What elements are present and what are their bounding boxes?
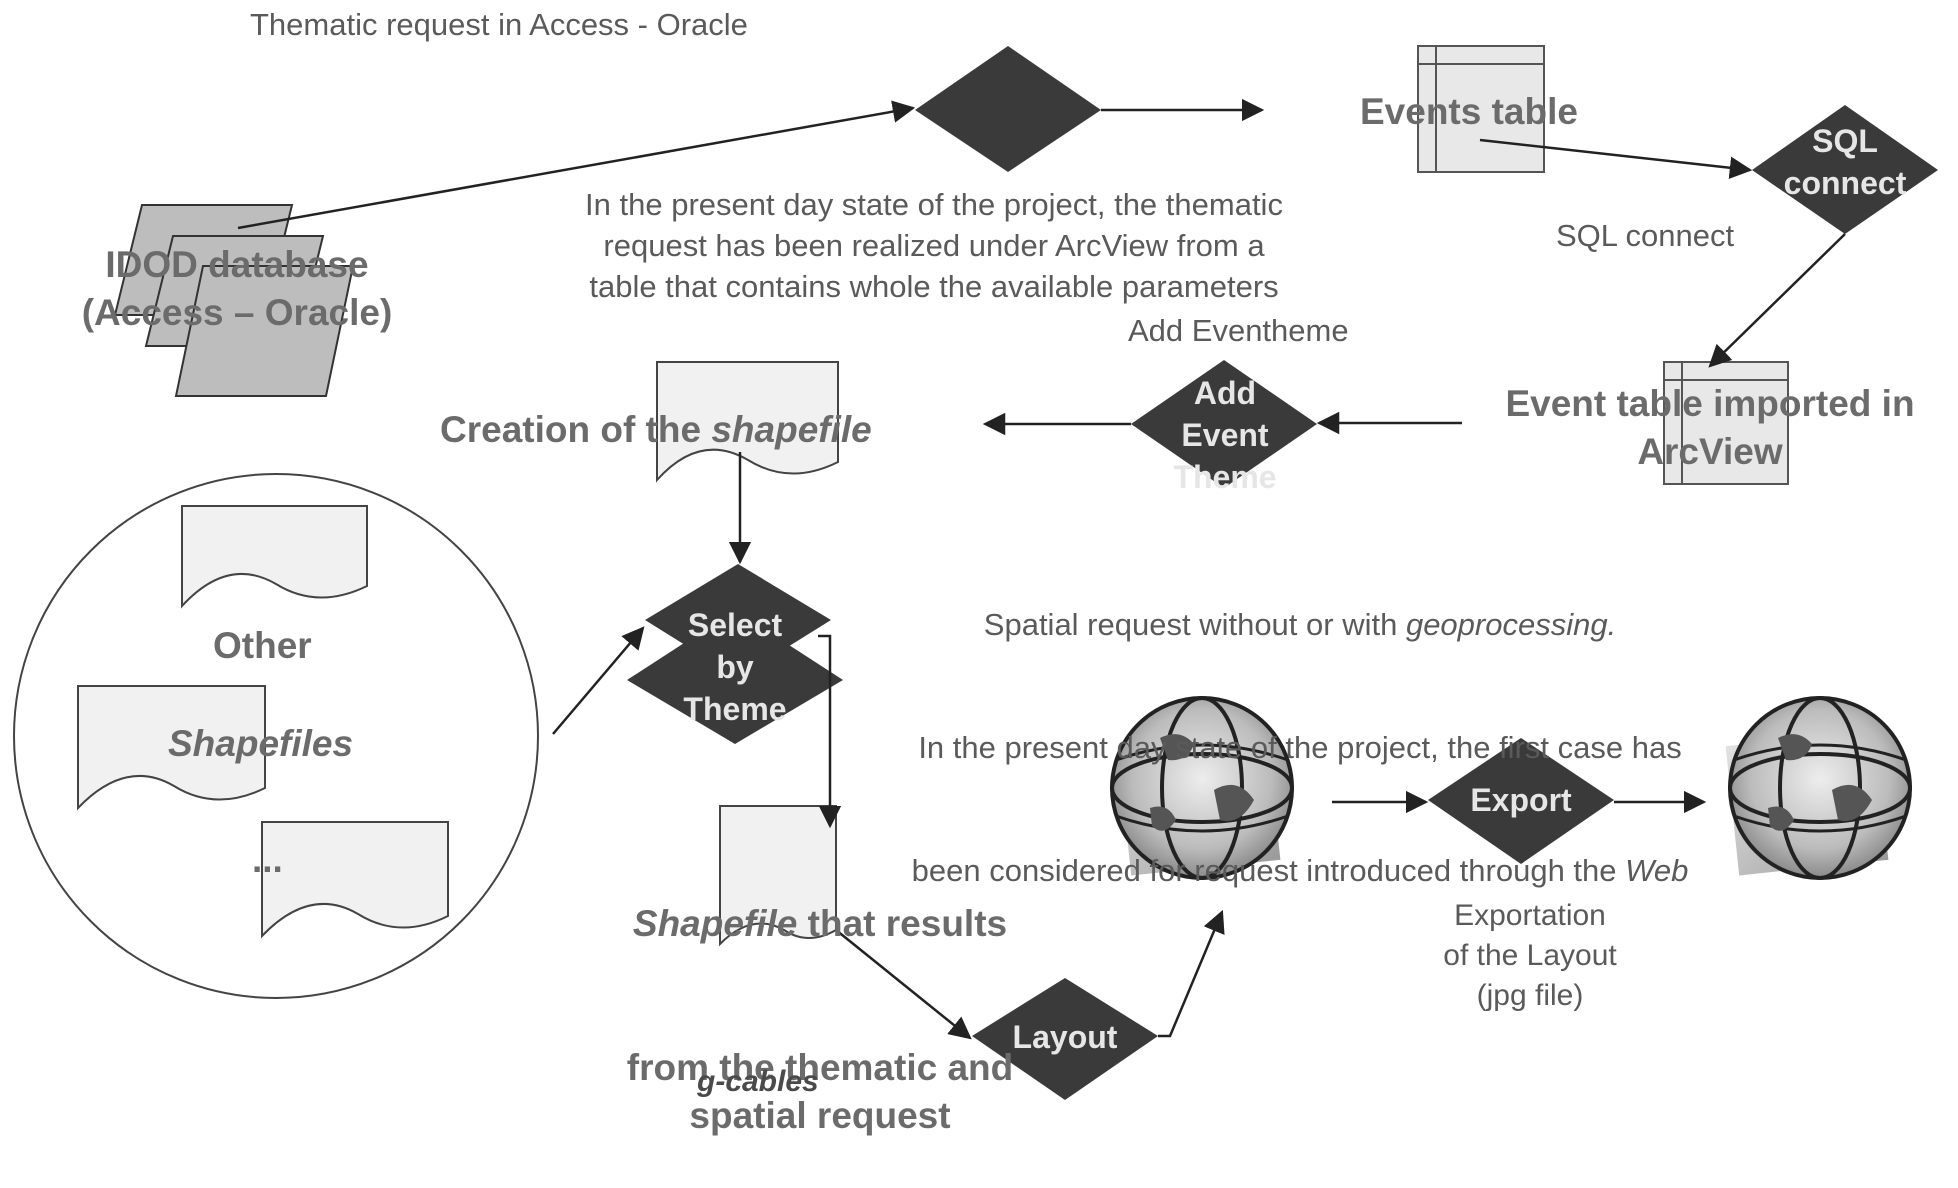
export-diamond [1428,738,1614,864]
ellipsis-document [261,821,449,939]
add-event-theme-diamond [1131,360,1317,488]
select-by-theme-diamond-back [627,610,843,744]
creation-italic: shapefile [711,409,872,450]
ellipsis-label: ... [252,839,283,880]
diagram-title: Thematic request in Access - Oracle [250,7,748,42]
shapefiles-label: Shapefiles [168,723,354,764]
other-document [181,505,368,609]
thematic-request-diamond [915,46,1101,172]
layout-diamond [972,978,1158,1100]
idod-database-label: IDOD database (Access – Oracle) [81,244,393,333]
layout-diamond-label: Layout [1012,1019,1118,1055]
events-table-shape [1417,45,1545,173]
thematic-note: In the present day state of the project,… [585,187,1283,304]
spatial-note: Spatial request without or with geoproce… [850,522,1750,932]
exportation-caption: Exportation of the Layout (jpg file) [1443,899,1617,1012]
result-line-1: Shapefile that results [632,903,1008,944]
diagram-shapes [13,45,1938,1100]
creation-shapefile-label: Creation of the shapefile [440,406,872,454]
creation-shapefile-document [656,361,839,483]
idod-database-shape [113,204,355,397]
export-diamond-label: Export [1470,782,1572,818]
sql-connect-diamond [1752,105,1938,234]
select-by-theme-diamond-front [645,564,831,678]
result-shapefile-label: Shapefile that results from the thematic… [560,804,1080,1188]
spatial-note-line-3: been considered for request introduced t… [911,853,1689,888]
sql-connect-caption: SQL connect [1556,218,1735,253]
result-lines-rest: from the thematic and spatial request [626,1047,1014,1136]
select-by-theme-label: Select by Theme [683,607,787,727]
spatial-note-line-2: In the present day state of the project,… [918,730,1682,765]
globe-icon-jpg [1725,696,1912,880]
add-event-theme-diamond-label: Add Event Theme [1173,375,1277,495]
spatial-note-line-1: Spatial request without or with geoproce… [983,607,1617,642]
events-table-label: Events table [1360,91,1578,132]
connector-arrows [237,98,1846,1040]
g-cables-label: g-cables [697,1065,819,1098]
globe-icon-layout [1110,696,1294,880]
shapefiles-document [77,685,266,811]
result-shapefile-document [719,805,837,947]
flowchart-stage: Thematic request in Access - Oracle IDOD… [13,7,1938,1136]
other-label: Other [213,625,312,666]
event-table-imported-label: Event table imported in ArcView [1505,383,1915,472]
sql-connect-diamond-label: SQL connect [1783,123,1907,201]
add-eventheme-caption: Add Eventheme [1128,313,1349,348]
creation-prefix: Creation of the [440,409,712,450]
